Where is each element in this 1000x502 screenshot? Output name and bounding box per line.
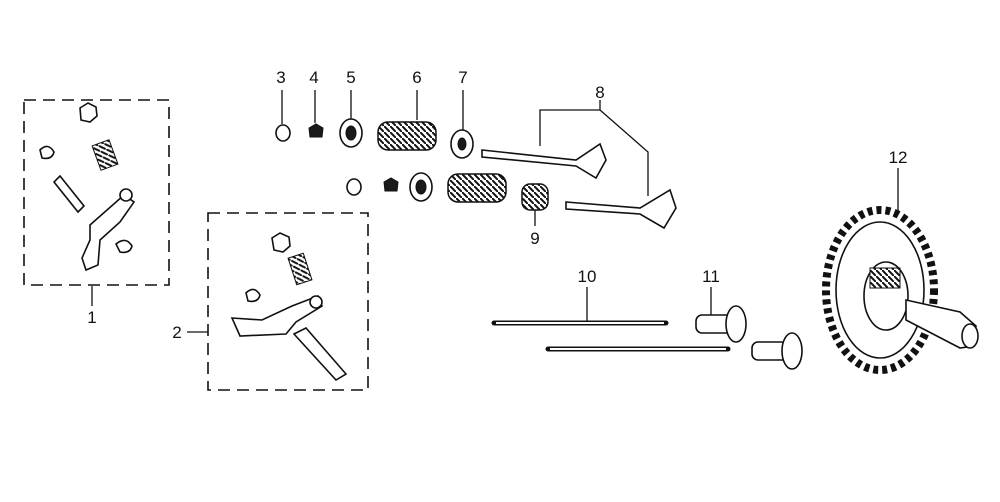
valve-stem-seal — [521, 183, 549, 211]
pivot-pin — [292, 327, 348, 382]
rocker-arm-assembly-2 — [207, 212, 369, 391]
rocker-pivot — [309, 295, 323, 309]
nut — [271, 232, 291, 253]
intake-valve — [481, 142, 607, 180]
callout-12: 12 — [889, 148, 908, 167]
clip — [245, 288, 261, 303]
rocker-arm-assembly-1 — [23, 99, 170, 286]
callout-1: 1 — [87, 308, 96, 327]
callout-8: 8 — [595, 83, 604, 102]
callout-labels: 1 2 3 4 5 6 7 8 9 10 11 12 — [87, 68, 907, 342]
callout-2: 2 — [172, 323, 181, 342]
governor-spring — [869, 267, 901, 289]
callout-7: 7 — [458, 68, 467, 87]
valve-parts — [275, 118, 677, 230]
rocker-pivot — [119, 188, 133, 202]
callout-10: 10 — [578, 267, 597, 286]
rocker-arm — [81, 193, 136, 272]
callout-5: 5 — [346, 68, 355, 87]
valve-spring — [447, 173, 507, 203]
valve-cap — [383, 177, 399, 192]
leader-lines — [91, 90, 899, 333]
pivot-pin — [52, 174, 86, 214]
clip — [114, 239, 133, 254]
push-rods — [491, 320, 731, 352]
clip — [39, 145, 55, 160]
valve-cap — [308, 123, 324, 138]
keeper — [346, 178, 362, 196]
callout-4: 4 — [309, 68, 318, 87]
nut — [79, 102, 98, 123]
tappets — [695, 305, 803, 370]
group-box-1 — [23, 99, 170, 286]
group-box-2 — [207, 212, 369, 391]
callout-3: 3 — [276, 68, 285, 87]
adjust-screw — [287, 252, 313, 286]
callout-11: 11 — [702, 267, 720, 286]
adjust-screw — [91, 139, 119, 171]
callout-6: 6 — [412, 68, 421, 87]
exhaust-valve — [565, 188, 677, 230]
keeper — [275, 124, 291, 142]
valve-spring — [377, 121, 437, 151]
callout-9: 9 — [530, 229, 539, 248]
rocker-arm — [230, 294, 323, 337]
camshaft-gear — [822, 206, 979, 374]
